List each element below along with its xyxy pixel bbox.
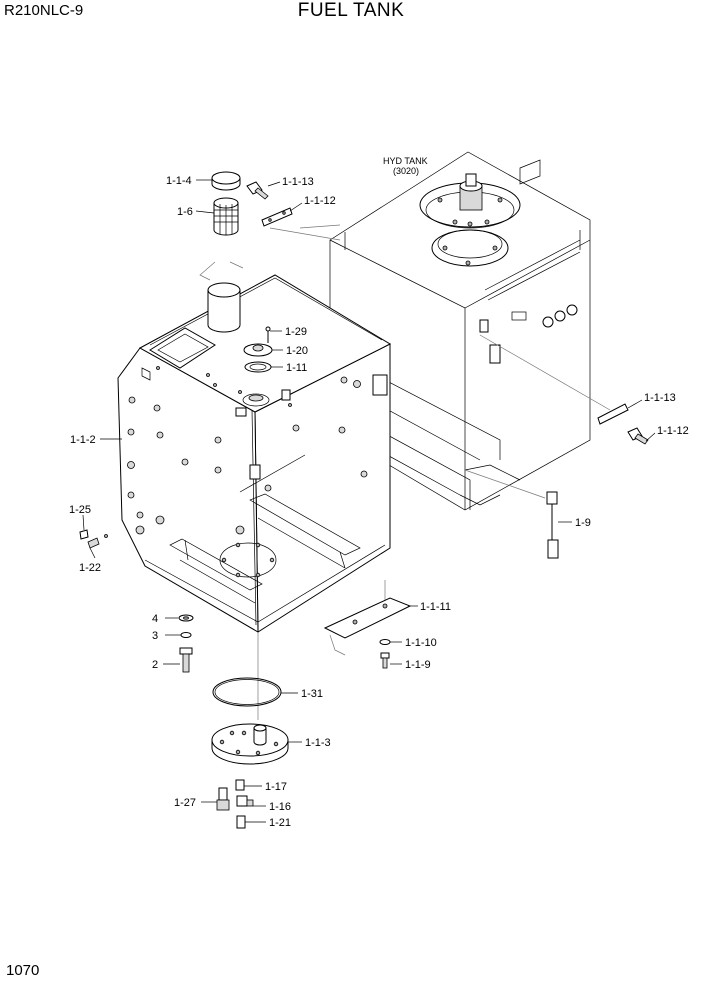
part-plate-1-1-13-right	[597, 403, 629, 425]
callout-1-1-10: 1-1-10	[405, 637, 437, 649]
callout-1-9: 1-9	[575, 517, 591, 529]
part-bolt-1-1-9	[380, 652, 390, 669]
part-gauge-1-9	[546, 491, 559, 559]
callout-1-16: 1-16	[269, 801, 291, 813]
part-gasket-1-11	[244, 361, 272, 373]
part-screw-1-29	[265, 326, 271, 343]
hyd-tank-label: HYD TANK	[383, 156, 428, 166]
callout-1-1-12-right: 1-1-12	[657, 425, 689, 437]
part-plug-1-21	[236, 815, 246, 829]
callout-1-25: 1-25	[69, 504, 91, 516]
part-strainer-1-6	[213, 197, 239, 236]
callout-1-1-3: 1-1-3	[305, 737, 331, 749]
callout-1-1-11: 1-1-11	[420, 601, 451, 613]
part-sender-1-20	[243, 343, 273, 357]
callout-1-21: 1-21	[269, 817, 291, 829]
part-washer-1-1-10	[379, 639, 391, 645]
part-bracket-1-1-11	[323, 597, 412, 639]
part-plate-1-1-12-top	[261, 207, 293, 227]
part-lockwasher-3	[180, 632, 192, 638]
fuel-tank-body	[117, 274, 392, 633]
callout-labels: HYD TANK (3020) 1-1-4 1-1-13 1-1-12 1-6 …	[69, 156, 689, 829]
page-number: 1070	[6, 962, 40, 979]
part-fitting-1-25	[79, 529, 89, 540]
callout-3: 3	[152, 630, 158, 642]
page-title: FUEL TANK	[297, 0, 405, 21]
model-code: R210NLC-9	[4, 2, 84, 19]
part-bolt-1-1-13-top	[246, 181, 269, 200]
callout-1-1-12-top: 1-1-12	[304, 195, 336, 207]
callout-1-27: 1-27	[174, 797, 196, 809]
part-fitting-1-17	[235, 779, 245, 791]
callout-1-31: 1-31	[301, 688, 323, 700]
assembly-guide-lines	[199, 224, 611, 720]
part-washer-4	[178, 614, 194, 622]
part-fitting-1-22	[87, 534, 108, 549]
callout-1-20: 1-20	[286, 345, 308, 357]
callout-1-6: 1-6	[177, 206, 193, 218]
callout-1-1-4: 1-1-4	[166, 175, 192, 187]
callout-1-1-9: 1-1-9	[405, 659, 431, 671]
hyd-tank-ref: (3020)	[393, 166, 419, 176]
callout-2: 2	[152, 659, 158, 671]
callout-1-11: 1-11	[286, 362, 307, 374]
callout-1-1-13-right: 1-1-13	[644, 392, 676, 404]
callout-1-1-13-top: 1-1-13	[282, 176, 314, 188]
part-bolt-2	[179, 647, 193, 673]
hyd-tank-drawing	[329, 151, 591, 511]
callout-1-17: 1-17	[265, 781, 287, 793]
part-bolt-1-1-12-right	[627, 427, 649, 445]
part-drain-1-27	[216, 787, 230, 811]
part-cover-1-1-3	[211, 723, 289, 765]
part-elbow-1-16	[236, 795, 254, 807]
callout-1-22: 1-22	[79, 562, 101, 574]
callout-1-1-2: 1-1-2	[70, 434, 96, 446]
leader-lines	[82, 179, 656, 823]
part-cap-1-1-4	[211, 171, 241, 191]
callout-4: 4	[152, 613, 158, 625]
callout-1-29: 1-29	[285, 326, 307, 338]
part-oring-1-31	[212, 677, 282, 707]
